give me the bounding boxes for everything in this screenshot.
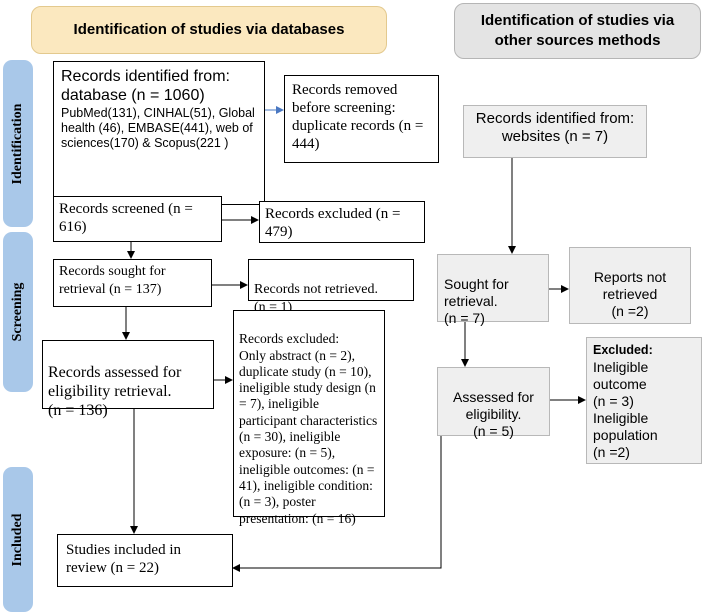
other-sought-text: Sought for retrieval. (n = 7) <box>444 276 509 326</box>
records-not-retrieved-text: Records not retrieved. (n = 1) <box>254 282 379 315</box>
records-excluded-screen-text: Records excluded (n = 479) <box>265 206 401 240</box>
other-sources-header-text: Identification of studies via other sour… <box>480 12 675 49</box>
records-excluded-eligibility-box: Records excluded: Only abstract (n = 2),… <box>233 310 385 526</box>
records-screened-box: Records screened (n = 616) <box>53 196 222 242</box>
studies-included-box: Studies included in review (n = 22) <box>57 534 233 587</box>
other-assessed-text: Assessed for eligibility. (n = 5) <box>453 389 534 439</box>
records-identified-line1: Records identified from: <box>61 68 230 85</box>
other-assessed-box: Assessed for eligibility. (n = 5) <box>437 367 550 439</box>
records-removed-box: Records removed before screening: duplic… <box>284 75 439 163</box>
records-excluded-screen-box: Records excluded (n = 479) <box>259 201 425 243</box>
records-identified-sources: PubMed(131), CINHAL(51), Global health (… <box>61 106 255 150</box>
records-not-retrieved-box: Records not retrieved. (n = 1) <box>248 259 414 315</box>
reports-not-retrieved-text: Reports not retrieved (n =2) <box>593 269 667 319</box>
records-removed-text: Records removed before screening: duplic… <box>292 82 424 152</box>
other-sought-box: Sought for retrieval. (n = 7) <box>437 254 549 326</box>
records-identified-box: Records identified from: database (n = 1… <box>53 61 265 205</box>
records-assessed-text: Records assessed for eligibility retriev… <box>48 364 182 419</box>
databases-header-text: Identification of studies via databases <box>73 21 345 38</box>
records-assessed-box: Records assessed for eligibility retriev… <box>42 340 214 419</box>
records-screened-text: Records screened (n = 616) <box>59 201 193 235</box>
other-excluded-body: Ineligible outcome (n = 3) Ineligible po… <box>593 359 658 460</box>
other-excluded-box: Excluded: Ineligible outcome (n = 3) Ine… <box>586 337 702 464</box>
records-sought-box: Records sought for retrieval (n = 137) <box>53 259 212 307</box>
stage-included: Included <box>3 467 33 612</box>
databases-header: Identification of studies via databases <box>31 6 387 54</box>
other-excluded-title: Excluded: <box>593 343 653 357</box>
records-sought-text: Records sought for retrieval (n = 137) <box>59 264 166 297</box>
records-excluded-eligibility-text: Records excluded: Only abstract (n = 2),… <box>239 331 378 526</box>
websites-identified-box: Records identified from: websites (n = 7… <box>463 105 647 158</box>
records-identified-line2: database (n = 1060) <box>61 87 205 104</box>
other-sources-header: Identification of studies via other sour… <box>454 3 701 59</box>
studies-included-text: Studies included in review (n = 22) <box>66 542 181 576</box>
arrow-assessed-to-included-other <box>232 436 442 572</box>
stage-identification: Identification <box>3 60 33 227</box>
stage-screening: Screening <box>3 232 33 392</box>
reports-not-retrieved-box: Reports not retrieved (n =2) <box>569 247 691 324</box>
websites-identified-text: Records identified from: websites (n = 7… <box>475 110 635 145</box>
